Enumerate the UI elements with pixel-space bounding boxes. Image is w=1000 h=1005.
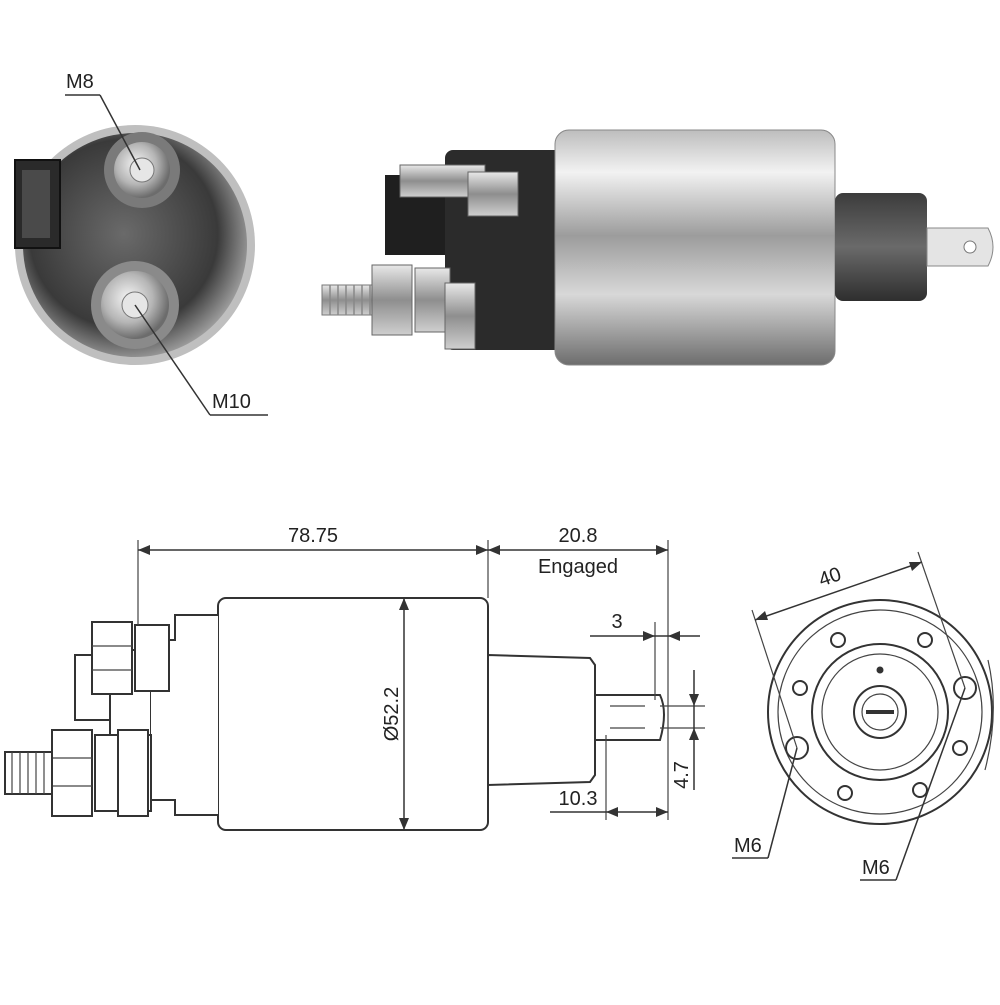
dim-plunger-travel: 20.8	[559, 525, 598, 547]
dim-plunger-state: Engaged	[538, 556, 618, 578]
drawing-hook	[594, 694, 665, 741]
drawing-m10-nut	[51, 729, 93, 817]
dim-body-length: 78.75	[288, 525, 338, 547]
dim-mount-spacing: 40	[816, 563, 844, 591]
m8-label: M8	[66, 71, 94, 93]
dim-hook-thickness: 4.7	[671, 761, 693, 789]
m10-label: M10	[212, 391, 251, 413]
dim-hook-length: 10.3	[559, 788, 598, 810]
m8-terminal-stud	[104, 132, 180, 208]
m8-leader-line	[99, 94, 141, 171]
dim-hook-width: 3	[611, 611, 622, 633]
m10-nut	[371, 264, 413, 336]
drawing-plunger	[487, 653, 596, 787]
m6-label-right: M6	[862, 857, 890, 879]
drawing-m8-nut	[91, 621, 133, 695]
dim-line-mount-spacing	[754, 561, 923, 621]
drawing-can	[217, 597, 489, 831]
side-drawing: 78.75 20.8 Engaged Ø52.2 3 4.7 10.3	[4, 525, 705, 831]
end-view-drawing: 40 M6 M6	[732, 551, 994, 881]
end-view-photo: M8 M10	[14, 71, 268, 416]
plunger-hook	[926, 227, 994, 267]
dim-body-diameter: Ø52.2	[381, 687, 403, 741]
solenoid-can	[554, 129, 836, 366]
plunger-sleeve	[835, 193, 927, 301]
m10-leader-line	[134, 304, 211, 416]
m6-label-left: M6	[734, 835, 762, 857]
side-view-photo	[321, 129, 994, 366]
